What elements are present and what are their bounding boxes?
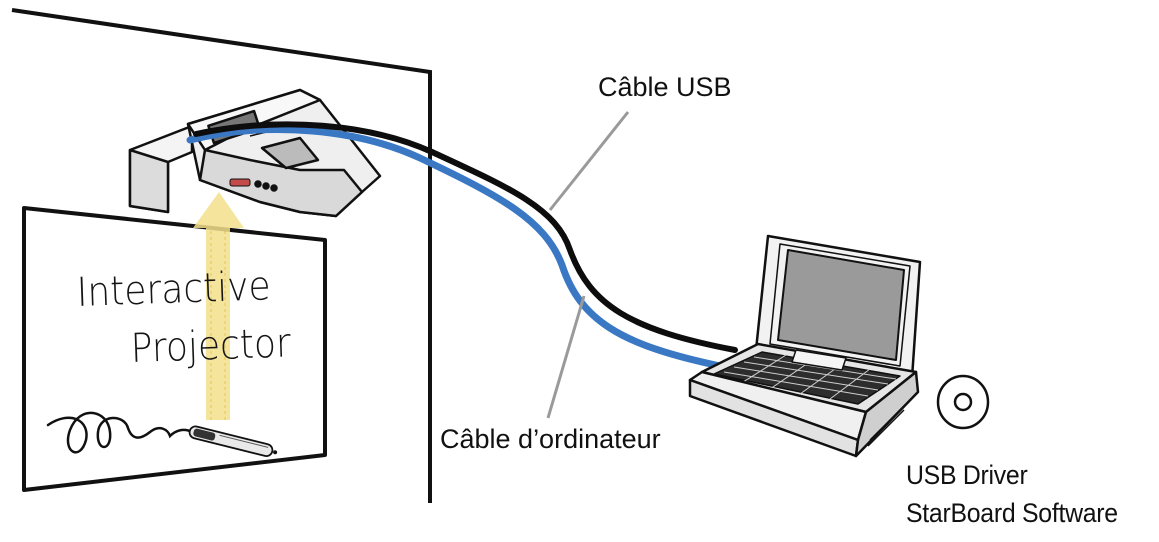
starboard-software-label: StarBoard Software [906,498,1118,528]
whiteboard-text-line1: Interactive [76,263,272,316]
usb-driver-label: USB Driver [906,460,1028,490]
wall-outline [11,8,432,503]
interactive-pen [188,425,278,457]
usb-cable [193,121,738,353]
computer-cable [186,126,724,370]
projector-mount [128,124,194,214]
laptop [688,234,922,458]
cd-disc-icon [936,374,990,430]
usb-cable-label: Câble USB [598,72,732,102]
whiteboard-text-line2: Projector [130,320,292,372]
computer-cable-label: Câble d’ordinateur [440,424,661,454]
usb-cable-leader-line [548,111,630,211]
light-beam-arrow [193,192,244,420]
computer-cable-leader-line [546,295,586,419]
whiteboard-scribble [46,411,194,454]
